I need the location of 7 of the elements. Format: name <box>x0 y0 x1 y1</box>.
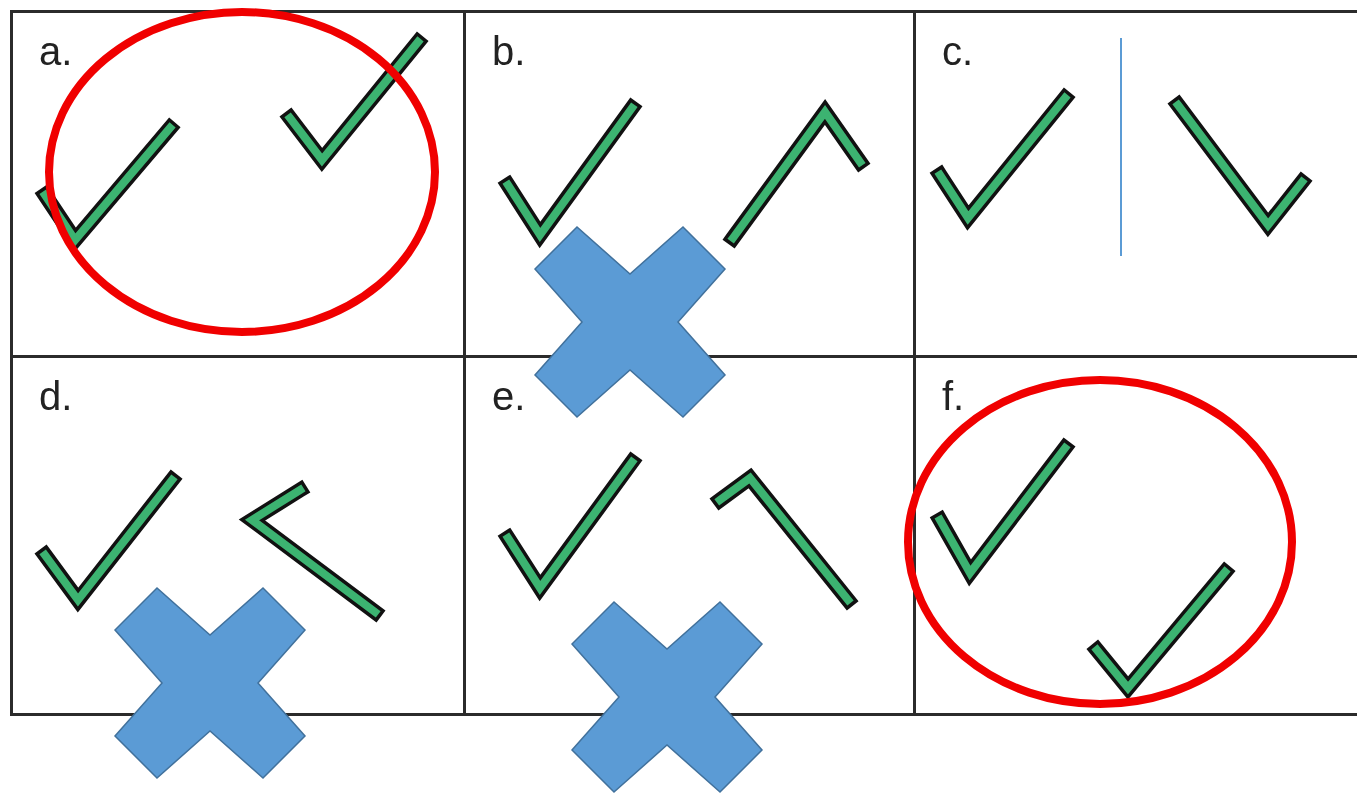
panel-label: e. <box>492 376 526 416</box>
panel-label: c. <box>942 31 974 71</box>
panel <box>10 10 466 358</box>
panel-label: d. <box>39 376 73 416</box>
panel-label: a. <box>39 31 73 71</box>
panel-label: b. <box>492 31 526 71</box>
panel-label: f. <box>942 376 965 416</box>
